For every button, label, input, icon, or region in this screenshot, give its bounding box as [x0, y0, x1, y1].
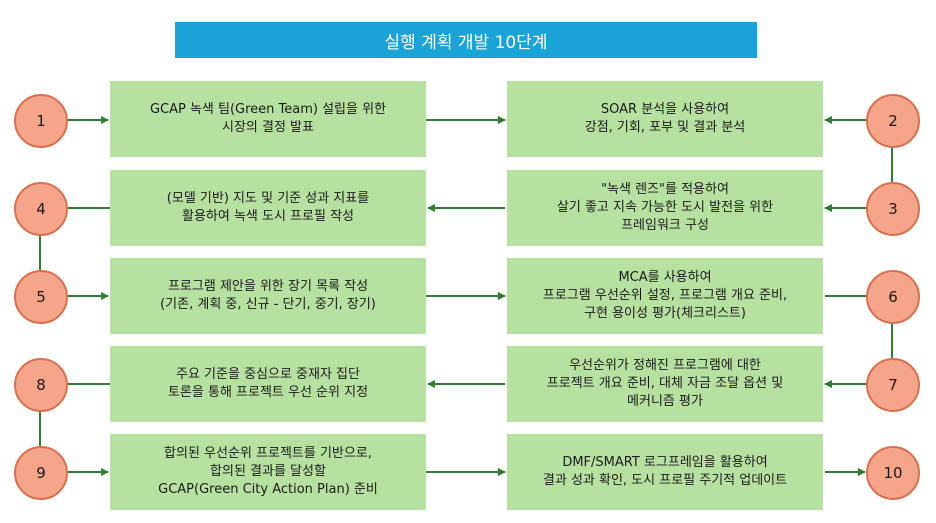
step-box-7: 우선순위가 정해진 프로그램에 대한 프로젝트 개요 준비, 대체 자금 조달 …: [507, 346, 823, 422]
diagram-title: 실행 계획 개발 10단계: [175, 22, 757, 58]
step-text-3: "녹색 렌즈"를 적용하여 살기 좋고 지속 가능한 도시 발전을 위한 프레임…: [556, 182, 774, 233]
step-box-6: MCA를 사용하여 프로그램 우선순위 설정, 프로그램 개요 준비, 구현 용…: [507, 258, 823, 334]
step-text-7: 우선순위가 정해진 프로그램에 대한 프로젝트 개요 준비, 대체 자금 조달 …: [546, 358, 784, 409]
step-box-2: SOAR 분석을 사용하여 강점, 기회, 포부 및 결과 분석: [507, 81, 823, 157]
step-number-10: 10: [866, 446, 920, 500]
step-text-10: DMF/SMART 로그프레임을 활용하여 결과 성과 확인, 도시 프로필 주…: [542, 455, 788, 488]
step-text-5: 프로그램 제안을 위한 장기 목록 작성 (기존, 계획 중, 신규 - 단기,…: [160, 279, 376, 312]
step-number-5: 5: [14, 270, 68, 324]
step-box-1: GCAP 녹색 팀(Green Team) 설립을 위한 시장의 결정 발표: [110, 81, 426, 157]
step-text-9: 합의된 우선순위 프로젝트를 기반으로, 합의된 결과를 달성할 GCAP(Gr…: [158, 446, 378, 497]
step-number-4: 4: [14, 182, 68, 236]
step-text-2: SOAR 분석을 사용하여 강점, 기회, 포부 및 결과 분석: [584, 102, 746, 135]
step-number-6: 6: [866, 270, 920, 324]
step-box-3: "녹색 렌즈"를 적용하여 살기 좋고 지속 가능한 도시 발전을 위한 프레임…: [507, 170, 823, 246]
step-text-1: GCAP 녹색 팀(Green Team) 설립을 위한 시장의 결정 발표: [149, 102, 387, 135]
step-number-8: 8: [14, 358, 68, 412]
step-text-6: MCA를 사용하여 프로그램 우선순위 설정, 프로그램 개요 준비, 구현 용…: [542, 270, 788, 321]
step-box-9: 합의된 우선순위 프로젝트를 기반으로, 합의된 결과를 달성할 GCAP(Gr…: [110, 434, 426, 510]
step-text-4: (모델 기반) 지도 및 기준 성과 지표를 활용하여 녹색 도시 프로필 작성: [166, 191, 370, 224]
step-number-1: 1: [14, 94, 68, 148]
step-text-8: 주요 기준을 중심으로 중재자 집단 토론을 통해 프로젝트 우선 순위 지정: [167, 367, 369, 400]
step-box-4: (모델 기반) 지도 및 기준 성과 지표를 활용하여 녹색 도시 프로필 작성: [110, 170, 426, 246]
step-number-7: 7: [866, 358, 920, 412]
step-box-8: 주요 기준을 중심으로 중재자 집단 토론을 통해 프로젝트 우선 순위 지정: [110, 346, 426, 422]
step-box-10: DMF/SMART 로그프레임을 활용하여 결과 성과 확인, 도시 프로필 주…: [507, 434, 823, 510]
step-number-3: 3: [866, 182, 920, 236]
step-number-9: 9: [14, 446, 68, 500]
step-box-5: 프로그램 제안을 위한 장기 목록 작성 (기존, 계획 중, 신규 - 단기,…: [110, 258, 426, 334]
step-number-2: 2: [866, 94, 920, 148]
